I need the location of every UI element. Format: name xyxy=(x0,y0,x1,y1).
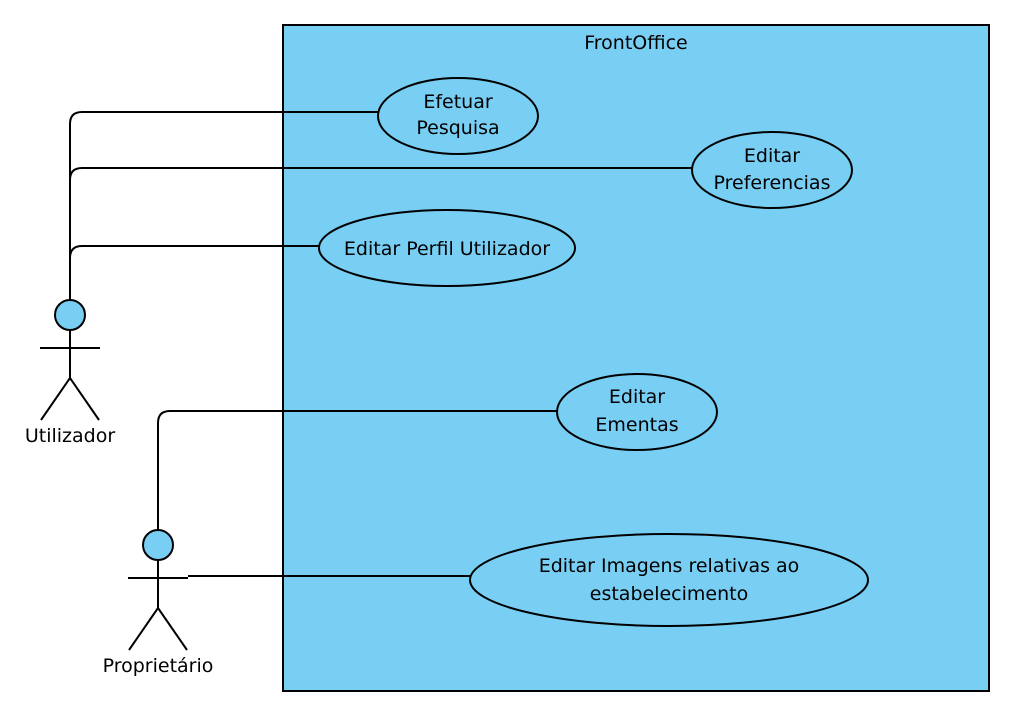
actor-utilizador[interactable]: Utilizador xyxy=(25,299,115,447)
use-case-label-line: Ementas xyxy=(595,414,678,436)
actor-head xyxy=(54,299,86,331)
use-case-ellipse xyxy=(469,533,869,627)
use-case-label-line: Editar Imagens relativas ao xyxy=(539,555,800,577)
actor-left-leg xyxy=(40,377,71,421)
use-case-ellipse xyxy=(318,209,576,287)
use-case-ellipse xyxy=(377,77,539,155)
use-case-label-line: Editar xyxy=(744,145,800,167)
association-utilizador-efetuar-pesquisa[interactable] xyxy=(69,111,379,302)
use-case-ellipse xyxy=(691,131,853,209)
use-case-label-line: Preferencias xyxy=(714,172,831,194)
use-case-editar-preferencias[interactable]: Editar Preferencias xyxy=(691,131,853,209)
association-proprietario-editar-ementas[interactable] xyxy=(157,410,557,530)
use-case-label-line: estabelecimento xyxy=(590,583,748,605)
system-title: FrontOffice xyxy=(584,32,688,54)
use-case-label-line: Editar Perfil Utilizador xyxy=(344,238,550,260)
actor-left-leg xyxy=(128,607,159,651)
use-case-label-line: Efetuar xyxy=(423,91,493,113)
use-case-label-line: Editar xyxy=(609,386,665,408)
association-utilizador-editar-preferencias[interactable] xyxy=(69,167,692,302)
use-case-editar-imagens[interactable]: Editar Imagens relativas ao estabelecime… xyxy=(469,533,869,627)
use-case-ellipse xyxy=(556,373,718,451)
actor-label: Proprietário xyxy=(103,655,214,677)
use-case-editar-ementas[interactable]: Editar Ementas xyxy=(556,373,718,451)
actor-proprietario[interactable]: Proprietário xyxy=(103,529,214,677)
actor-head xyxy=(142,529,174,561)
actor-right-leg xyxy=(157,607,188,651)
associations xyxy=(69,111,692,577)
association-utilizador-editar-perfil-utilizador[interactable] xyxy=(69,245,320,302)
use-case-editar-perfil-utilizador[interactable]: Editar Perfil Utilizador xyxy=(318,209,576,287)
actor-label: Utilizador xyxy=(25,425,115,447)
actor-right-leg xyxy=(69,377,100,421)
use-case-label-line: Pesquisa xyxy=(416,117,499,139)
use-case-efetuar-pesquisa[interactable]: Efetuar Pesquisa xyxy=(377,77,539,155)
